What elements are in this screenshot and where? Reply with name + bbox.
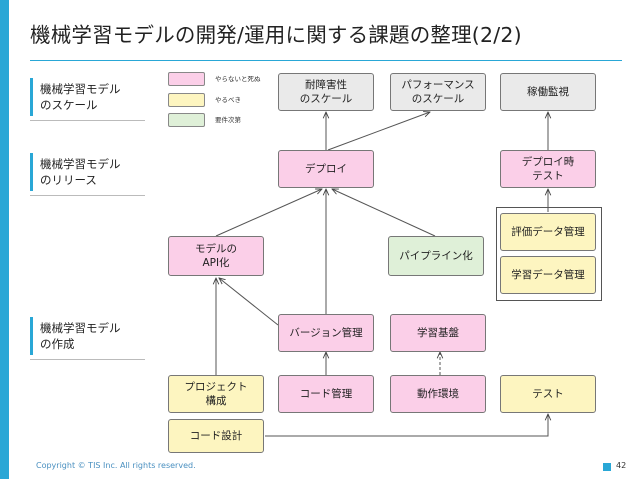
section-label-create: 機械学習モデル の作成: [30, 317, 145, 360]
node-runtime-env: 動作環境: [390, 375, 486, 413]
section-bar: [30, 153, 33, 191]
section-label-scale: 機械学習モデル のスケール: [30, 78, 145, 121]
legend-label-should: やるべき: [215, 96, 241, 104]
page-number: 42: [616, 461, 627, 470]
section-bar: [30, 317, 33, 355]
section-bar: [30, 78, 33, 116]
node-deploy-test: デプロイ時 テスト: [500, 150, 596, 188]
title-rule: [30, 60, 622, 61]
section-underline: [30, 359, 145, 360]
accent-bar: [0, 0, 9, 479]
legend-label-must: やらないと死ぬ: [215, 75, 261, 83]
node-fault-tolerance: 耐障害性 のスケール: [278, 73, 374, 111]
section-label-text: 機械学習モデル のスケール: [40, 82, 121, 112]
data-management-group: [496, 207, 602, 301]
arrow-pipeline-to-deploy: [332, 189, 436, 237]
section-label-text: 機械学習モデル の作成: [40, 321, 121, 351]
node-model-api: モデルの API化: [168, 236, 264, 276]
node-version-mgmt: バージョン管理: [278, 314, 374, 352]
arrow-api-to-deploy: [215, 189, 322, 237]
section-label-release: 機械学習モデル のリリース: [30, 153, 145, 196]
node-ml-platform: 学習基盤: [390, 314, 486, 352]
legend-swatch-must: [168, 72, 205, 86]
node-train-data: 学習データ管理: [500, 256, 596, 294]
node-eval-data: 評価データ管理: [500, 213, 596, 251]
node-monitoring: 稼働監視: [500, 73, 596, 111]
copyright-footer: Copyright © TIS Inc. All rights reserved…: [36, 461, 196, 470]
section-label-text: 機械学習モデル のリリース: [40, 157, 121, 187]
page-number-marker-icon: [603, 463, 611, 471]
node-pipeline: パイプライン化: [388, 236, 484, 276]
section-underline: [30, 120, 145, 121]
arrow-version-to-api: [219, 278, 279, 326]
node-test: テスト: [500, 375, 596, 413]
node-code-mgmt: コード管理: [278, 375, 374, 413]
node-project-structure: プロジェクト 構成: [168, 375, 264, 413]
legend-swatch-should: [168, 93, 205, 107]
legend-swatch-need: [168, 113, 205, 127]
node-deploy: デプロイ: [278, 150, 374, 188]
arrow-deploy-to-performance: [327, 112, 430, 151]
node-code-design: コード設計: [168, 419, 264, 453]
section-underline: [30, 195, 145, 196]
node-performance: パフォーマンス のスケール: [390, 73, 486, 111]
page-title: 機械学習モデルの開発/運用に関する課題の整理(2/2): [30, 23, 522, 47]
arrow-design-to-test: [265, 414, 548, 437]
legend-label-need: 要件次第: [215, 116, 241, 124]
